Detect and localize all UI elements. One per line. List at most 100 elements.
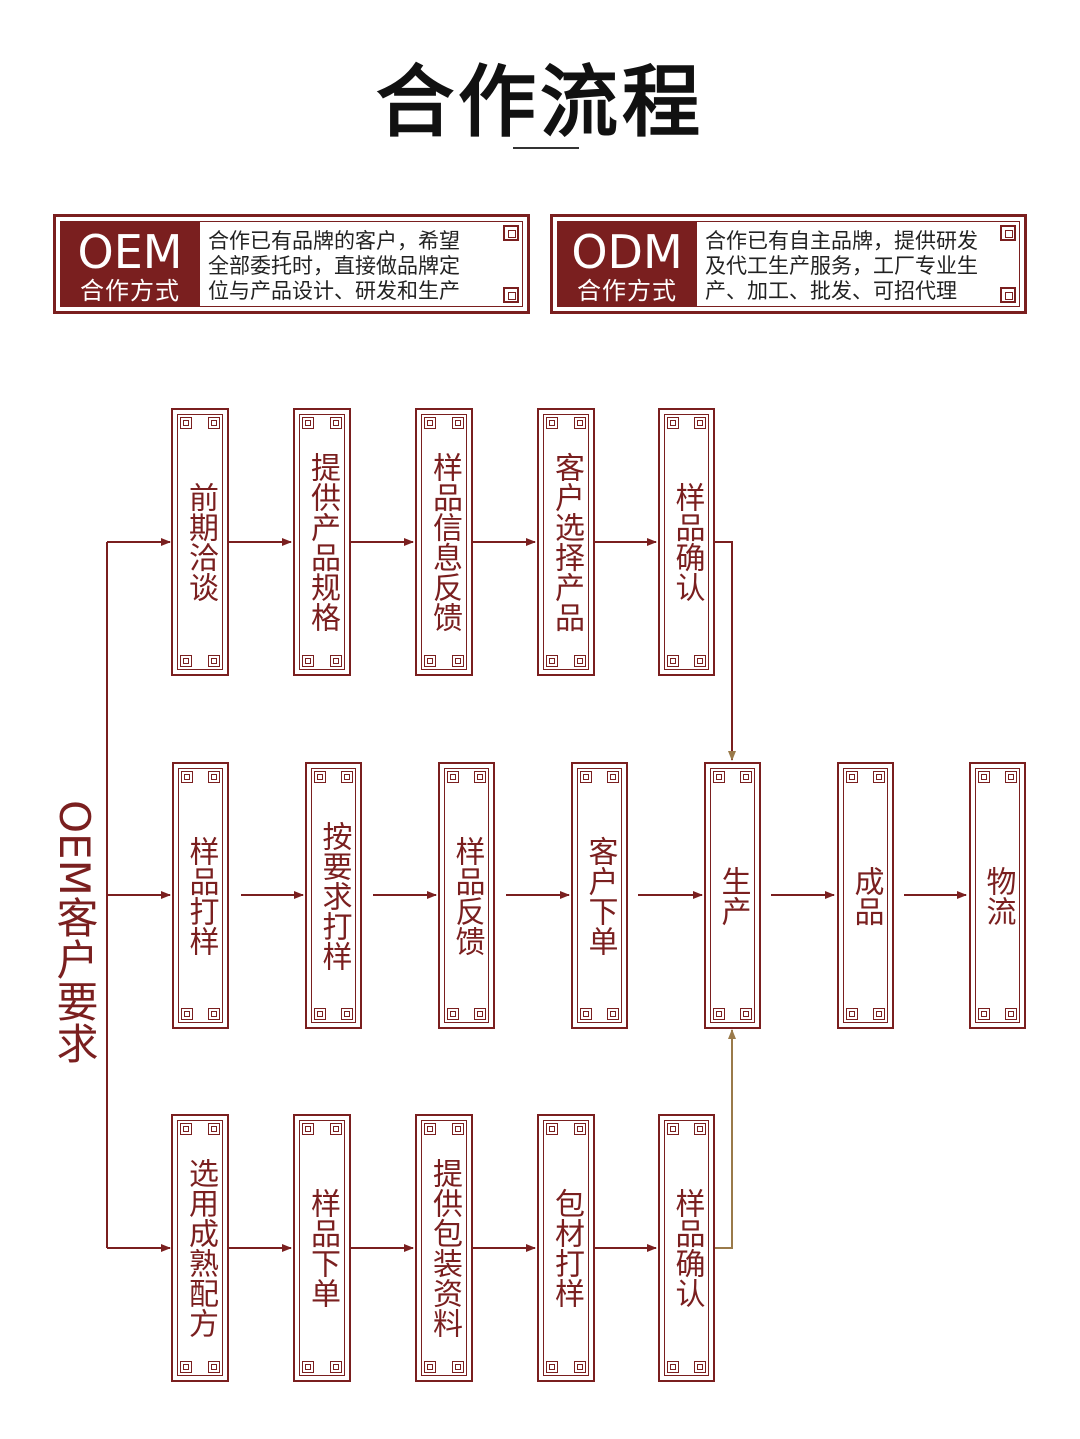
corner-ornament [452,655,464,667]
step-label: 样品确认 [669,482,705,602]
corner-ornament [330,655,342,667]
corner-ornament [424,417,436,429]
corner-ornament [546,417,558,429]
corner-ornament [302,1361,314,1373]
oem-desc-line: 合作已有品牌的客户，希望 [208,229,460,253]
corner-ornament [978,771,990,783]
oem-desc-line: 位与产品设计、研发和生产 [208,279,460,303]
corner-ornament [330,1123,342,1135]
corner-ornament [180,1123,192,1135]
step-box: 包材打样 [537,1114,595,1382]
corner-ornament [302,417,314,429]
title-underline [513,147,579,149]
odm-badge: ODM 合作方式 [557,221,697,307]
step-inner-frame [664,414,709,670]
corner-ornament [208,1008,220,1020]
corner-ornament [1005,771,1017,783]
corner-ornament [873,771,885,783]
odm-desc-line: 合作已有自主品牌，提供研发 [705,229,978,253]
step-inner-frame [444,768,489,1023]
step-inner-frame [421,414,467,670]
corner-ornament [302,1123,314,1135]
step-box: 客户选择产品 [537,408,595,676]
corner-ornament [1000,225,1016,241]
corner-ornament [330,417,342,429]
page-title: 合作流程 [375,57,704,148]
corner-ornament [1000,287,1016,303]
oem-requirement-label: OEM客户要求 [50,800,99,1064]
step-inner-frame [177,1120,223,1376]
step-inner-frame [543,1120,589,1376]
step-label: 提供包装资料 [427,1158,462,1338]
corner-ornament [873,1008,885,1020]
step-box: 选用成熟配方 [171,1114,229,1382]
step-label: 样品反馈 [449,835,485,956]
step-label: 提供产品规格 [305,452,340,632]
corner-ornament [503,225,519,241]
corner-ornament [314,771,326,783]
row3-to-production-connector [715,1029,736,1249]
corner-ornament [208,417,220,429]
oem-desc-line: 全部委托时，直接做品牌定 [208,254,460,278]
corner-ornament [713,771,725,783]
step-box: 样品信息反馈 [415,408,473,676]
corner-ornament [574,1123,586,1135]
step-label: 样品打样 [183,835,219,956]
oem-mode-card: OEM 合作方式 合作已有品牌的客户，希望 全部委托时，直接做品牌定 位与产品设… [53,214,530,314]
corner-ornament [667,1361,679,1373]
corner-ornament [574,417,586,429]
step-label: 生产 [715,865,751,926]
corner-ornament [302,655,314,667]
corner-ornament [180,1361,192,1373]
odm-mode-label: 合作方式 [577,277,677,305]
step-box: 客户下单 [571,762,628,1029]
corner-ornament [424,655,436,667]
corner-ornament [546,1123,558,1135]
corner-ornament [474,771,486,783]
corner-ornament [667,1123,679,1135]
corner-ornament [1005,1008,1017,1020]
corner-ornament [667,417,679,429]
corner-ornament [580,771,592,783]
step-box: 提供产品规格 [293,408,351,676]
corner-ornament [452,1123,464,1135]
corner-ornament [740,1008,752,1020]
step-label: 包材打样 [549,1188,584,1308]
odm-mode-card: ODM 合作方式 合作已有自主品牌，提供研发 及代工生产服务，工厂专业生 产、加… [550,214,1027,314]
corner-ornament [503,287,519,303]
step-inner-frame [664,1120,709,1376]
corner-ornament [713,1008,725,1020]
corner-ornament [574,1361,586,1373]
step-label: 物流 [980,865,1016,926]
corner-ornament [546,1361,558,1373]
step-inner-frame [421,1120,467,1376]
step-label: 样品确认 [669,1188,705,1308]
corner-ornament [694,1361,706,1373]
corner-ornament [181,771,193,783]
step-inner-frame [299,1120,345,1376]
step-box: 成品 [837,762,894,1029]
corner-ornament [341,771,353,783]
step-inner-frame [178,768,223,1023]
corner-ornament [846,771,858,783]
step-box: 样品下单 [293,1114,351,1382]
step-label: 样品信息反馈 [427,452,462,632]
corner-ornament [474,1008,486,1020]
oem-badge: OEM 合作方式 [60,221,200,307]
corner-ornament [424,1361,436,1373]
corner-ornament [314,1008,326,1020]
step-box: 样品确认 [658,408,715,676]
odm-description: 合作已有自主品牌，提供研发 及代工生产服务，工厂专业生 产、加工、批发、可招代理 [705,229,1005,304]
corner-ornament [694,655,706,667]
corner-ornament [208,1123,220,1135]
step-box: 按要求打样 [305,762,362,1029]
corner-ornament [208,1361,220,1373]
step-label: 前期洽谈 [183,482,218,602]
step-inner-frame [177,414,223,670]
step-label: 样品下单 [305,1188,340,1308]
corner-ornament [574,655,586,667]
oem-description: 合作已有品牌的客户，希望 全部委托时，直接做品牌定 位与产品设计、研发和生产 [208,229,508,304]
step-label: 客户下单 [582,835,618,956]
step-box: 生产 [704,762,761,1029]
